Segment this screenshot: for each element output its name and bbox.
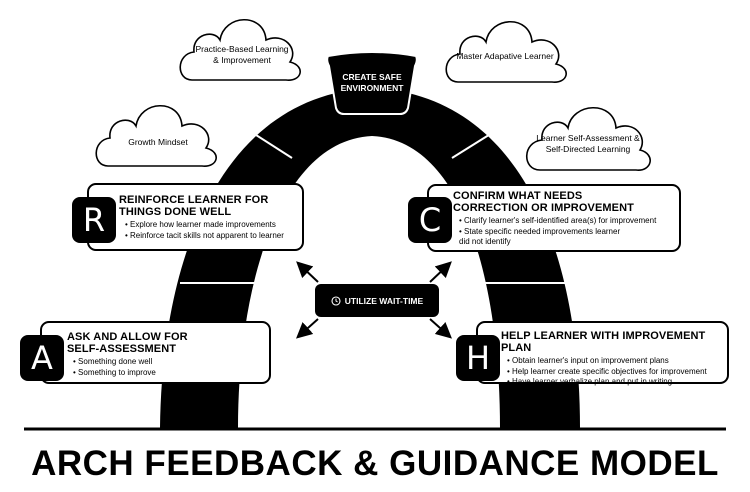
step-r-box: REINFORCE LEARNER FOR THINGS DONE WELL E… — [87, 183, 304, 251]
badge-c: C — [408, 197, 452, 243]
step-bullet: Reinforce tacit skills not apparent to l… — [125, 231, 294, 242]
clouds — [95, 18, 651, 171]
cloud-label: Learner Self-Assessment & Self-Directed … — [536, 133, 640, 154]
badge-r: R — [72, 197, 116, 243]
cloud-practice-based — [179, 18, 301, 81]
step-heading: ASK AND ALLOW FOR SELF-ASSESSMENT — [67, 331, 188, 355]
arch-dividers — [180, 127, 570, 284]
arrow-to-c — [429, 261, 452, 283]
keystone-label: CREATE SAFE ENVIRONMENT — [340, 72, 404, 93]
step-bullet: Obtain learner's input on improvement pl… — [507, 356, 723, 367]
step-heading: CONFIRM WHAT NEEDS CORRECTION OR IMPROVE… — [453, 190, 634, 214]
arrow-to-a — [296, 318, 319, 339]
step-bullet: Something done well — [73, 357, 261, 368]
wait-time-label: UTILIZE WAIT-TIME — [344, 295, 424, 306]
step-heading: HELP LEARNER WITH IMPROVEMENT PLAN — [501, 330, 706, 354]
step-c-box: CONFIRM WHAT NEEDS CORRECTION OR IMPROVE… — [427, 184, 681, 252]
step-bullet: Have learner verbalize plan and put in w… — [507, 377, 723, 388]
keystone — [326, 51, 418, 115]
badge-a: A — [20, 335, 64, 381]
cloud-growth-mindset — [95, 104, 217, 167]
arrow-to-r — [296, 261, 319, 283]
arrows — [296, 261, 452, 339]
cloud-master-adaptive — [445, 20, 567, 83]
wait-time-pill: UTILIZE WAIT-TIME — [315, 284, 439, 317]
step-bullet: Clarify learner's self-identified area(s… — [459, 216, 673, 227]
step-bullet: Something to improve — [73, 368, 261, 379]
step-bullet: State specific needed improvements learn… — [459, 227, 629, 248]
clock-icon — [331, 295, 341, 306]
step-heading: REINFORCE LEARNER FOR THINGS DONE WELL — [119, 194, 269, 218]
step-bullet: Help learner create specific objectives … — [507, 367, 723, 378]
arch — [160, 88, 580, 428]
badge-h: H — [456, 335, 500, 381]
step-a-box: ASK AND ALLOW FOR SELF-ASSESSMENT Someth… — [40, 321, 271, 384]
cloud-learner-self-assessment — [526, 106, 651, 171]
cloud-label: Growth Mindset — [128, 137, 188, 147]
step-h-box: HELP LEARNER WITH IMPROVEMENT PLAN Obtai… — [476, 321, 729, 386]
cloud-label: Master Adapative Learner — [456, 51, 554, 61]
cloud-label: Practice-Based Learning & Improvement — [195, 44, 289, 65]
arrow-to-h — [429, 318, 452, 339]
page-title: ARCH FEEDBACK & GUIDANCE MODEL — [31, 444, 719, 483]
step-bullet: Explore how learner made improvements — [125, 220, 294, 231]
